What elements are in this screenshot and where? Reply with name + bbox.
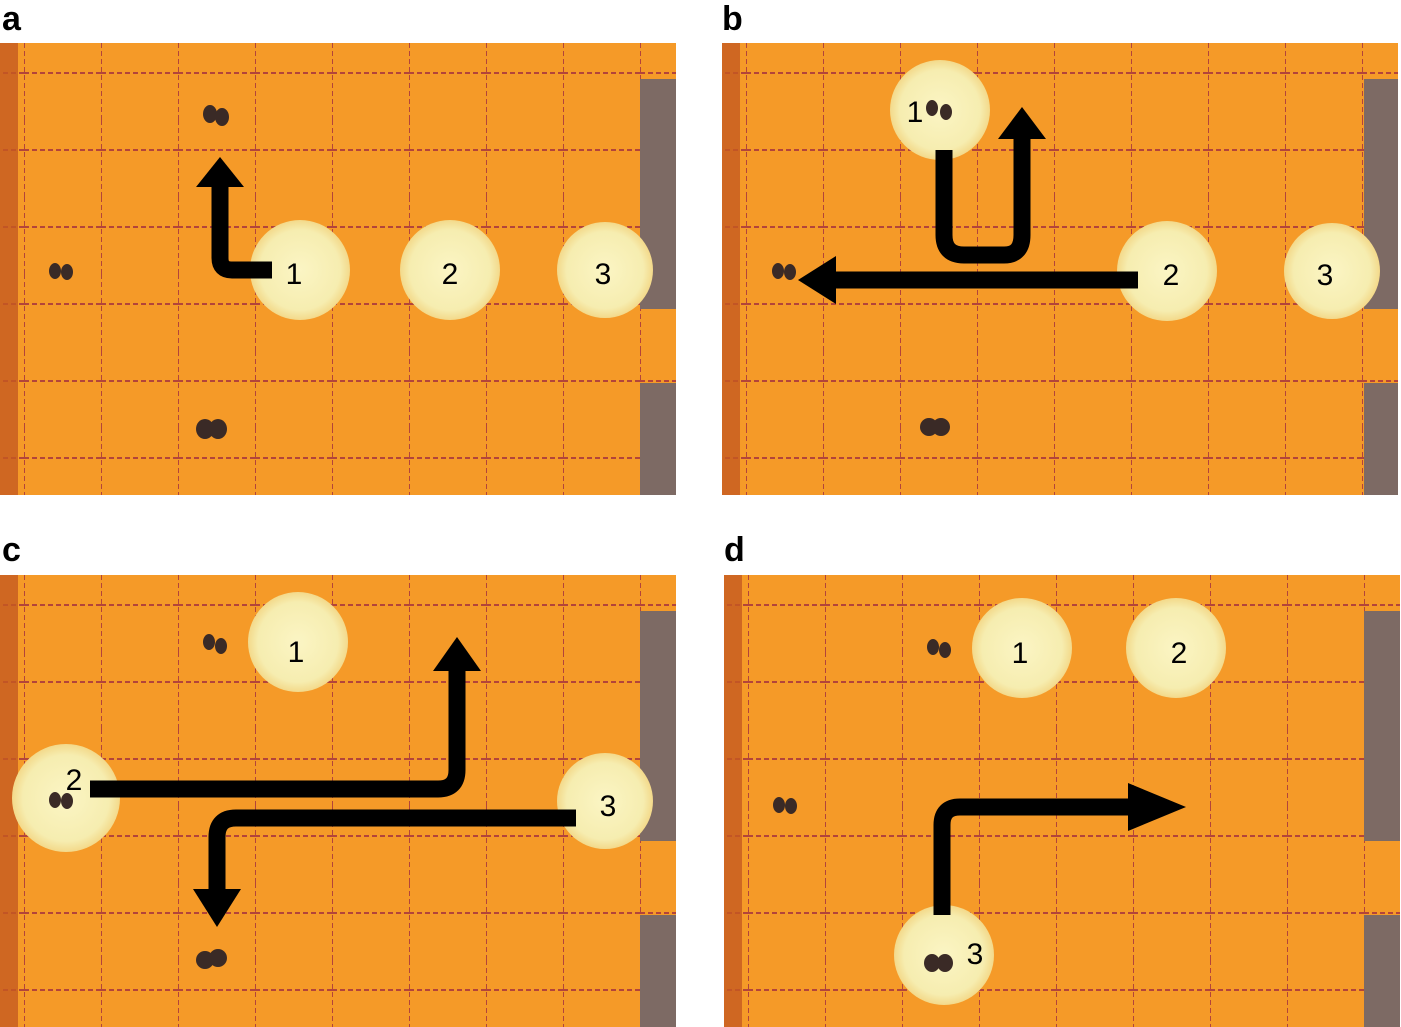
particle-pair [49, 792, 73, 809]
droplet-label: 2 [1163, 259, 1180, 292]
path-arrow [798, 256, 1138, 304]
droplet-1 [250, 220, 350, 320]
particle-pair [772, 263, 796, 280]
droplet-label: 2 [66, 764, 83, 797]
edge-strip [1364, 383, 1398, 495]
droplet-label: 2 [1171, 637, 1188, 670]
droplet-label: 1 [1012, 637, 1029, 670]
panel-d: 1 2 3 [724, 575, 1400, 1027]
panel-b: 1 2 3 [722, 43, 1398, 495]
edge-strip [1364, 611, 1400, 841]
left-edge [0, 43, 18, 495]
particle-pair [924, 954, 953, 972]
edge-strip [640, 383, 676, 495]
droplet-label: 1 [288, 636, 305, 669]
droplet-label: 3 [1317, 259, 1334, 292]
droplet-3 [1284, 223, 1380, 319]
path-arrow [90, 637, 481, 798]
droplet-3 [557, 222, 653, 318]
droplet-2 [1126, 598, 1226, 698]
path-arrow [196, 157, 272, 279]
particle-pair [196, 949, 227, 969]
droplet-2 [1117, 221, 1217, 321]
particle-pair [203, 105, 229, 126]
droplet-label: 1 [286, 258, 303, 291]
left-edge [0, 575, 18, 1027]
droplet-label: 1 [907, 96, 924, 129]
droplet-2 [400, 220, 500, 320]
particle-pair [203, 634, 227, 654]
particle-pair [773, 797, 797, 814]
droplet-label: 3 [600, 790, 617, 823]
particle-pair [196, 419, 227, 439]
panel-label-d: d [724, 531, 745, 569]
left-edge [724, 575, 742, 1027]
edge-strip [640, 915, 676, 1027]
left-edge [722, 43, 740, 495]
droplet-1 [972, 598, 1072, 698]
panel-label-b: b [722, 0, 743, 38]
droplet-3 [557, 753, 653, 849]
panel-a: 1 2 3 [0, 43, 676, 495]
particle-pair [926, 100, 952, 120]
droplet-label: 3 [595, 258, 612, 291]
particle-pair [49, 263, 73, 280]
particle-pair [920, 418, 950, 436]
path-arrow [933, 783, 1186, 915]
droplet-label: 3 [967, 938, 984, 971]
panel-label-a: a [2, 0, 21, 38]
path-arrow [935, 107, 1046, 264]
path-arrow [193, 809, 576, 927]
droplet-label: 2 [442, 258, 459, 291]
edge-strip [1364, 915, 1400, 1027]
panel-c: 1 2 3 [0, 575, 676, 1027]
droplet-1 [890, 60, 990, 160]
panel-label-c: c [2, 531, 21, 569]
droplet-1 [248, 592, 348, 692]
particle-pair [927, 639, 951, 658]
